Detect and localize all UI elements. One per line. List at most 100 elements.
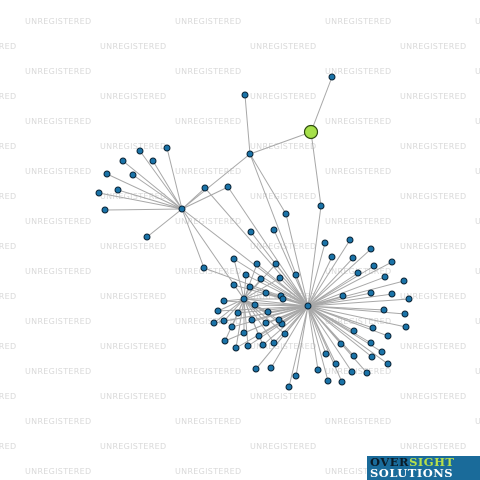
graph-node[interactable] [317,202,325,210]
graph-node[interactable] [339,292,347,300]
graph-node[interactable] [348,368,356,376]
graph-node[interactable] [324,377,332,385]
watermark-text: UNREGISTERED [0,192,16,201]
watermark-text: UNREGISTERED [0,242,16,251]
graph-node[interactable] [367,339,375,347]
graph-node[interactable] [272,260,280,268]
graph-node[interactable] [384,332,392,340]
graph-node[interactable] [380,306,388,314]
graph-node[interactable] [210,319,218,327]
graph-node[interactable] [114,186,122,194]
graph-node[interactable] [270,226,278,234]
graph-node[interactable] [241,91,249,99]
graph-node[interactable] [354,269,362,277]
graph-node[interactable] [220,297,228,305]
graph-node[interactable] [246,283,254,291]
graph-node[interactable] [279,295,287,303]
graph-node[interactable] [401,310,409,318]
graph-node[interactable] [220,317,228,325]
graph-node[interactable] [242,271,250,279]
graph-node[interactable] [264,308,272,316]
graph-node[interactable] [214,307,222,315]
graph-node[interactable] [95,189,103,197]
graph-node[interactable] [246,150,254,158]
graph-node[interactable] [332,360,340,368]
graph-node[interactable] [370,262,378,270]
graph-node[interactable] [285,383,293,391]
graph-node[interactable] [200,264,208,272]
graph-node[interactable] [328,73,336,81]
graph-node[interactable] [119,157,127,165]
graph-node[interactable] [349,254,357,262]
graph-node[interactable] [252,365,260,373]
graph-node[interactable] [369,324,377,332]
watermark-text: UNREGISTERED [250,442,316,451]
graph-node[interactable] [282,210,290,218]
graph-node[interactable] [314,366,322,374]
graph-node[interactable] [228,323,236,331]
watermark-text: UNREGISTERED [250,342,316,351]
graph-node[interactable] [322,350,330,358]
graph-node[interactable] [381,273,389,281]
graph-node[interactable] [281,330,289,338]
graph-node[interactable] [328,253,336,261]
graph-node[interactable] [129,171,137,179]
graph-node[interactable] [367,289,375,297]
graph-node[interactable] [405,295,413,303]
graph-node[interactable] [321,239,329,247]
graph-node[interactable] [270,339,278,347]
graph-node[interactable] [276,274,284,282]
graph-node[interactable] [221,337,229,345]
graph-node[interactable] [367,245,375,253]
graph-node[interactable] [275,316,283,324]
graph-node[interactable] [346,236,354,244]
graph-node[interactable] [292,271,300,279]
graph-edge [213,305,309,324]
graph-node[interactable] [402,323,410,331]
graph-node[interactable] [234,309,242,317]
graph-node[interactable] [338,378,346,386]
graph-node[interactable] [400,277,408,285]
graph-node[interactable] [143,233,151,241]
graph-edge [217,298,245,312]
graph-node[interactable] [224,183,232,191]
graph-node[interactable] [262,319,270,327]
graph-node[interactable] [292,372,300,380]
graph-node[interactable] [101,206,109,214]
graph-node[interactable] [103,170,111,178]
graph-node[interactable] [350,352,358,360]
graph-node[interactable] [240,295,248,303]
graph-node[interactable] [253,260,261,268]
graph-node[interactable] [388,258,396,266]
graph-edge [307,257,354,307]
graph-node[interactable] [149,157,157,165]
graph-node[interactable] [247,228,255,236]
graph-node[interactable] [201,184,209,192]
graph-node[interactable] [178,205,186,213]
graph-node[interactable] [304,302,312,310]
graph-edge [284,305,309,335]
graph-node[interactable] [388,290,396,298]
graph-node[interactable] [251,301,259,309]
graph-node[interactable] [255,332,263,340]
graph-node[interactable] [368,353,376,361]
highlighted-graph-node[interactable] [303,124,319,140]
graph-node[interactable] [350,327,358,335]
graph-node[interactable] [244,342,252,350]
graph-node[interactable] [248,316,256,324]
graph-node[interactable] [378,348,386,356]
graph-node[interactable] [230,255,238,263]
graph-node[interactable] [257,275,265,283]
graph-node[interactable] [136,147,144,155]
graph-node[interactable] [384,360,392,368]
graph-node[interactable] [363,369,371,377]
graph-node[interactable] [267,364,275,372]
graph-node[interactable] [337,340,345,348]
graph-node[interactable] [163,144,171,152]
graph-node[interactable] [232,344,240,352]
graph-node[interactable] [240,329,248,337]
graph-node[interactable] [230,281,238,289]
graph-node[interactable] [262,289,270,297]
graph-node[interactable] [259,341,267,349]
